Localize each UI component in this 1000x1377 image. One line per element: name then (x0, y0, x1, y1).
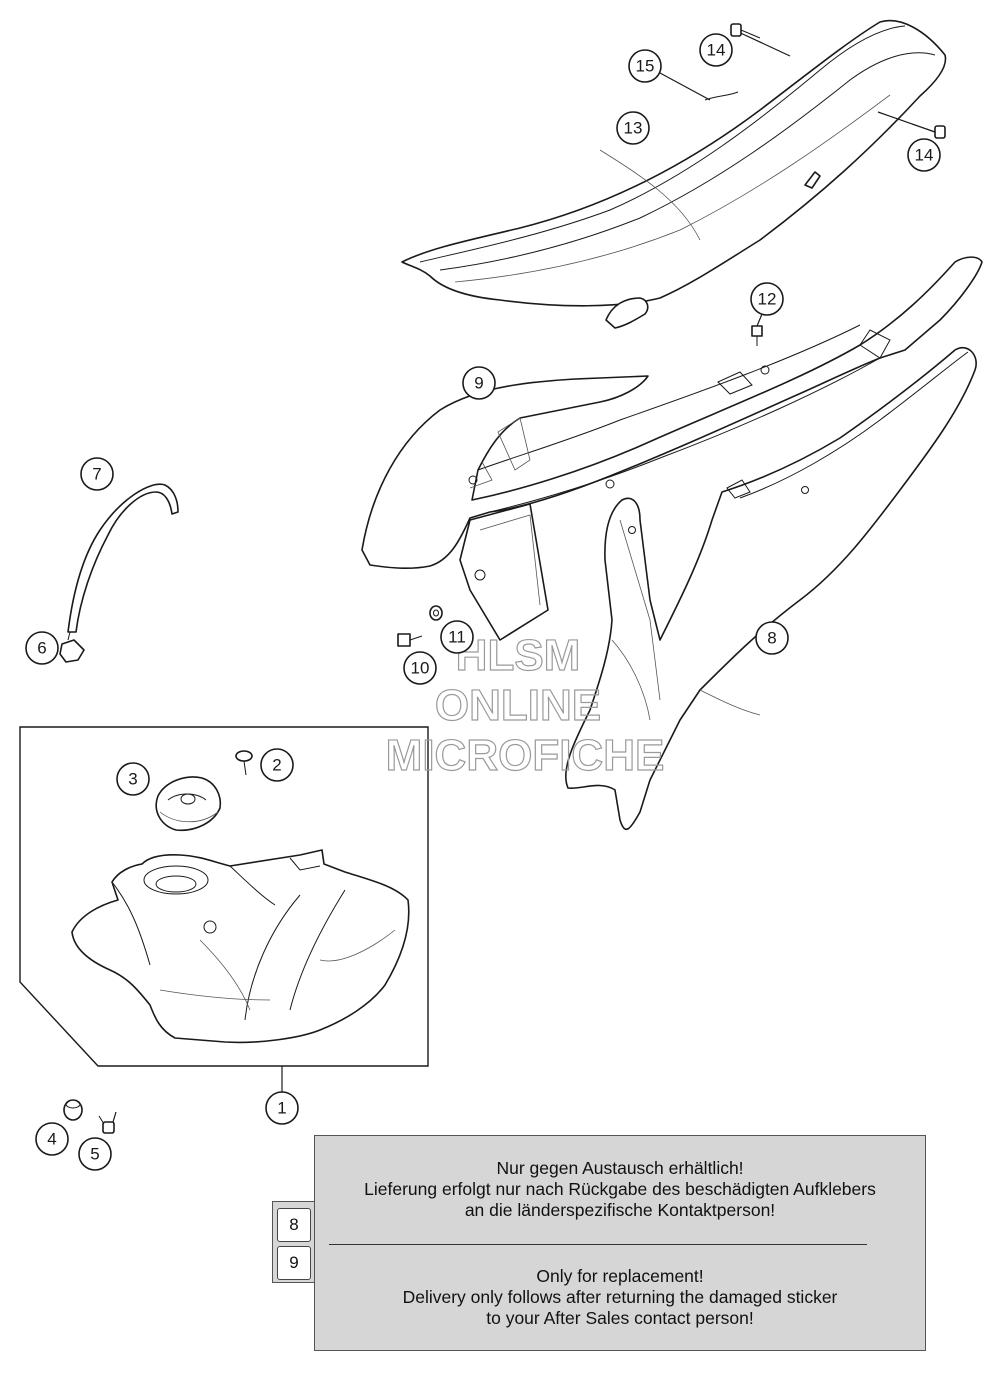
callout-14-front[interactable]: 14 (699, 33, 733, 67)
side-cover-right-part[interactable] (564, 346, 977, 831)
callout-13[interactable]: 13 (616, 111, 650, 145)
callout-14-rear[interactable]: 14 (907, 138, 941, 172)
callout-9[interactable]: 9 (462, 366, 496, 400)
watermark-line-1: HLSM (456, 631, 581, 680)
watermark: HLSM ONLINE MICROFICHE (385, 630, 665, 780)
seat-bolt-rear[interactable] (877, 111, 946, 139)
callout-4-label: 4 (47, 1130, 56, 1149)
fuel-tank-assembly-box (19, 726, 429, 1092)
leader-lines (112, 72, 763, 1123)
notice-english-line-1: Only for replacement! (536, 1266, 704, 1286)
callout-12-label: 12 (758, 290, 777, 309)
callout-1-label: 1 (277, 1099, 286, 1118)
side-cover-left-part[interactable] (361, 256, 983, 641)
callout-7-label: 7 (92, 465, 101, 484)
callout-1[interactable]: 1 (265, 1091, 299, 1125)
callout-8-label: 8 (767, 629, 776, 648)
fuel-tank-part[interactable] (71, 849, 410, 1044)
callout-10[interactable]: 10 (403, 651, 437, 685)
notice-german-line-2: Lieferung erfolgt nur nach Rückgabe des … (364, 1179, 876, 1199)
callout-2-label: 2 (272, 756, 281, 775)
screw-2[interactable] (235, 750, 253, 776)
notice-german-line-3: an die länderspezifische Kontaktperson! (464, 1200, 776, 1220)
bolt-10[interactable] (397, 633, 423, 647)
vent-hose-part[interactable] (67, 483, 179, 633)
washer-11[interactable] (429, 605, 443, 621)
notice-divider (329, 1244, 867, 1245)
callout-10-label: 10 (411, 659, 430, 678)
callout-15-label: 15 (636, 57, 655, 76)
bolt-12[interactable] (751, 325, 763, 346)
watermark-line-2: ONLINE (435, 681, 601, 730)
callout-11[interactable]: 11 (440, 620, 474, 654)
notice-english: Only for replacement! Delivery only foll… (315, 1266, 925, 1329)
hose-fitting-part[interactable] (59, 631, 85, 663)
notice-english-line-3: to your After Sales contact person! (486, 1308, 754, 1328)
callout-2[interactable]: 2 (260, 748, 294, 782)
callout-6-label: 6 (37, 639, 46, 658)
callout-14-rear-label: 14 (915, 146, 934, 165)
screw-5[interactable] (98, 1115, 115, 1134)
seat-part[interactable] (401, 19, 947, 329)
watermark-line-3: MICROFICHE (386, 731, 665, 780)
seat-bolt-front[interactable] (730, 23, 791, 57)
notice-german-line-1: Nur gegen Austausch erhältlich! (496, 1158, 744, 1178)
notice-part-tags: 8 9 (272, 1201, 316, 1283)
callout-15[interactable]: 15 (628, 49, 662, 83)
notice-tag-8[interactable]: 8 (277, 1208, 311, 1242)
callout-7[interactable]: 7 (80, 457, 114, 491)
callout-5[interactable]: 5 (78, 1137, 112, 1171)
callout-4[interactable]: 4 (35, 1122, 69, 1156)
callout-3-label: 3 (128, 770, 137, 789)
notice-german: Nur gegen Austausch erhältlich! Lieferun… (315, 1158, 925, 1221)
callout-9-label: 9 (474, 374, 483, 393)
callout-13-label: 13 (624, 119, 643, 138)
callout-5-label: 5 (90, 1145, 99, 1164)
replacement-notice: Nur gegen Austausch erhältlich! Lieferun… (314, 1135, 926, 1351)
callout-8[interactable]: 8 (755, 621, 789, 655)
rubber-spacer-part[interactable] (63, 1099, 83, 1121)
notice-tag-9[interactable]: 9 (277, 1246, 311, 1280)
tank-cap-part[interactable] (155, 776, 222, 832)
callout-11-label: 11 (448, 628, 466, 647)
callout-14-front-label: 14 (707, 41, 726, 60)
callout-3[interactable]: 3 (116, 762, 150, 796)
callout-6[interactable]: 6 (25, 631, 59, 665)
callout-12[interactable]: 12 (750, 282, 784, 316)
notice-english-line-2: Delivery only follows after returning th… (402, 1287, 838, 1307)
